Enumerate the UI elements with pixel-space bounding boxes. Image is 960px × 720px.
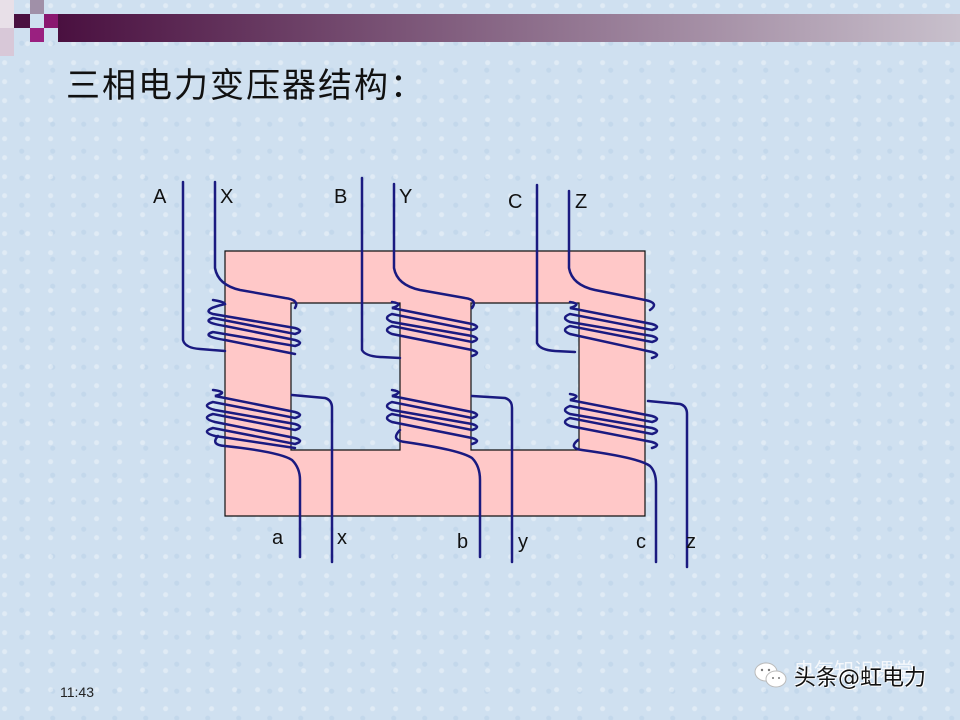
terminal-label-c: c xyxy=(636,531,646,553)
coil-C-secondary xyxy=(563,392,659,450)
terminal-label-Y: Y xyxy=(399,186,412,208)
lead-X xyxy=(213,180,298,310)
lead-c xyxy=(572,438,658,564)
coil-B-secondary xyxy=(385,388,479,446)
terminal-label-Z: Z xyxy=(575,191,587,213)
terminal-label-x: x xyxy=(337,527,347,549)
lead-Y xyxy=(392,182,476,310)
terminal-label-A: A xyxy=(153,186,167,208)
lead-B xyxy=(360,176,402,360)
terminal-label-X: X xyxy=(220,186,233,208)
lead-Z xyxy=(567,189,656,312)
watermark: 电气知识课堂 头条@虹电力 xyxy=(754,658,927,692)
header-decoration xyxy=(0,0,960,56)
coil-A-primary xyxy=(207,298,302,356)
lead-A xyxy=(181,180,227,353)
lead-b xyxy=(394,428,482,559)
lead-C xyxy=(535,183,577,354)
terminal-label-B: B xyxy=(334,186,347,208)
slide-time: 11:43 xyxy=(60,684,94,700)
watermark-text: 头条@虹电力 xyxy=(794,666,927,691)
watermark-overlay-text: 电气知识课堂 xyxy=(794,658,914,682)
coil-C-primary xyxy=(563,300,659,360)
transformer-core xyxy=(224,250,646,517)
terminal-label-y: y xyxy=(518,531,528,553)
terminal-label-z: z xyxy=(686,531,696,553)
slide-title: 三相电力变压器结构： xyxy=(66,66,426,106)
lead-x xyxy=(290,393,334,564)
lead-y xyxy=(470,394,514,564)
lead-a xyxy=(213,434,302,559)
wechat-icon xyxy=(754,662,787,688)
terminal-label-b: b xyxy=(457,531,468,553)
lead-z xyxy=(646,399,689,569)
coil-A-secondary xyxy=(205,388,302,450)
terminal-label-C: C xyxy=(508,191,522,213)
coil-B-primary xyxy=(385,300,479,358)
terminal-label-a: a xyxy=(272,527,284,549)
